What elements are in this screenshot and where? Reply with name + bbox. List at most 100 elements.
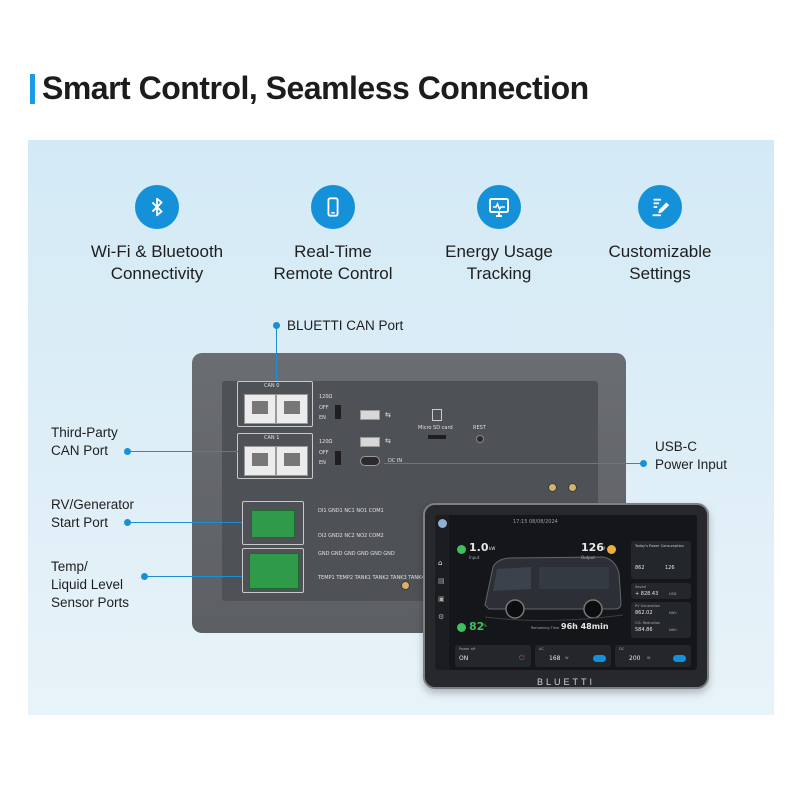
home-icon[interactable]: ⌂ <box>438 559 443 567</box>
feature-subtitle: Settings <box>629 264 691 283</box>
feature-energy-tracking: Energy Usage Tracking <box>414 185 584 285</box>
input-label: Input <box>469 555 480 560</box>
callout-dot <box>640 460 647 467</box>
consumption-card[interactable]: Today's Power Consumption 862 126 <box>631 541 691 579</box>
input-value: 1.0 <box>469 541 489 554</box>
power-state: ON <box>459 655 469 662</box>
callout-temp-line2: Liquid Level <box>51 577 124 592</box>
monitor-chart-icon <box>477 185 521 229</box>
battery-soc: 82 <box>469 620 485 633</box>
can0-label: CAN 0 <box>264 383 280 389</box>
screw <box>401 581 410 590</box>
avatar[interactable] <box>438 519 447 528</box>
battery-icon <box>457 623 466 632</box>
gnd-row: GND GND GND GND GND GND <box>318 551 395 557</box>
co2-value: 584.86 <box>635 627 653 633</box>
rj45-port <box>244 446 276 476</box>
dc-card[interactable]: DC 200 W <box>615 645 691 667</box>
micro-sd-label: Micro SD card <box>418 425 453 431</box>
input-unit: kW <box>489 546 496 551</box>
title-accent-bar <box>30 74 35 104</box>
battery-unit: % <box>483 623 487 628</box>
feature-title: Real-Time <box>294 242 372 261</box>
en-label: EN <box>319 415 326 421</box>
dc-value: 200 <box>629 655 641 662</box>
di-row-1: DI1 GND1 NC1 NO1 COM1 <box>318 508 384 514</box>
gear-icon[interactable]: ⚙ <box>438 613 445 621</box>
feature-subtitle: Connectivity <box>110 264 204 283</box>
callout-temp-line3: Sensor Ports <box>51 595 130 610</box>
saved-value: + 828.43 <box>635 591 659 597</box>
ac-value: 168 <box>549 655 561 662</box>
output-value: 126 <box>581 541 604 554</box>
terminal-block <box>251 510 295 538</box>
di-row-2: DI2 GND2 NC2 NO2 COM2 <box>318 533 384 539</box>
pv-value: 862.02 <box>635 610 653 616</box>
off-label: OFF <box>319 405 329 411</box>
callout-third-party-line1: Third-Party <box>51 425 118 440</box>
display-tablet: ⌂ ▤ ▣ ⚙ 17:15 08/08/2024 1.0 kW Input 12… <box>423 503 709 689</box>
phone-icon <box>311 185 355 229</box>
dip-switch <box>335 451 341 465</box>
ac-toggle[interactable] <box>593 655 606 662</box>
can1-label: CAN 1 <box>264 435 280 441</box>
ac-label: AC <box>539 647 544 651</box>
device-icon[interactable]: ▣ <box>438 595 445 603</box>
usb-c-port <box>360 456 380 466</box>
rv-illustration <box>484 556 624 622</box>
consumption-in: 862 <box>635 565 645 571</box>
clock: 17:15 08/08/2024 <box>513 519 558 525</box>
power-off-label: Power off <box>459 647 476 651</box>
page-title: Smart Control, Seamless Connection <box>42 70 589 106</box>
edit-settings-icon <box>638 185 682 229</box>
usb-a-port <box>360 410 380 420</box>
en-label: EN <box>319 460 326 466</box>
screw <box>548 483 557 492</box>
dc-toggle[interactable] <box>673 655 686 662</box>
output-label: Output <box>581 555 595 560</box>
remaining-time: 96h 48min <box>561 622 609 631</box>
callout-temp-line1: Temp/ <box>51 559 88 574</box>
sensor-port-block <box>242 548 304 593</box>
usb-a-port <box>360 437 380 447</box>
rj45-port <box>276 446 308 476</box>
feature-title: Customizable <box>608 242 712 261</box>
saved-card[interactable]: Saved + 828.43 USD <box>631 583 691 599</box>
ac-unit: W <box>565 656 569 660</box>
callout-line <box>128 522 242 523</box>
tank-row: TEMP1 TEMP2 TANK1 TANK2 TANK3 TANK4 <box>318 575 425 581</box>
dip-switch <box>335 405 341 419</box>
usb-icon: ⇆ <box>385 437 391 445</box>
saved-unit: USD <box>669 592 677 596</box>
callout-dot <box>124 519 131 526</box>
dc-label: DC <box>619 647 625 651</box>
co2-label: CO₂ Reduction <box>635 621 661 625</box>
feature-custom-settings: Customizable Settings <box>575 185 745 285</box>
generation-card[interactable]: PV Generation 862.02 kWh CO₂ Reduction 5… <box>631 602 691 638</box>
ac-card[interactable]: AC 168 W <box>535 645 611 667</box>
can0-port-block: CAN 0 <box>237 381 313 427</box>
callout-rv-line1: RV/Generator <box>51 497 135 512</box>
terminal-block <box>249 553 299 589</box>
input-icon <box>457 545 466 554</box>
callout-line <box>384 463 641 464</box>
feature-title: Energy Usage <box>445 242 553 261</box>
saved-label: Saved <box>635 585 646 589</box>
feature-connectivity: Wi-Fi & Bluetooth Connectivity <box>72 185 242 285</box>
callout-line <box>276 325 277 381</box>
bluetooth-icon <box>135 185 179 229</box>
micro-sd-slot <box>428 435 446 439</box>
rj45-port <box>276 394 308 424</box>
resistor-label: 120Ω <box>319 439 333 445</box>
reset-button[interactable] <box>476 435 484 443</box>
chart-icon[interactable]: ▤ <box>438 577 445 585</box>
power-card[interactable]: Power off ON ⏻ <box>455 645 531 667</box>
callout-dot <box>124 448 131 455</box>
sd-card-icon <box>432 409 442 421</box>
consumption-title: Today's Power Consumption <box>635 544 684 548</box>
power-icon[interactable]: ⏻ <box>519 654 525 662</box>
callout-can-port: BLUETTI CAN Port <box>287 318 404 333</box>
callout-rv-line2: Start Port <box>51 515 109 530</box>
dc-in-label: DC IN <box>388 458 403 464</box>
callout-usbc-line1: USB-C <box>655 439 698 454</box>
